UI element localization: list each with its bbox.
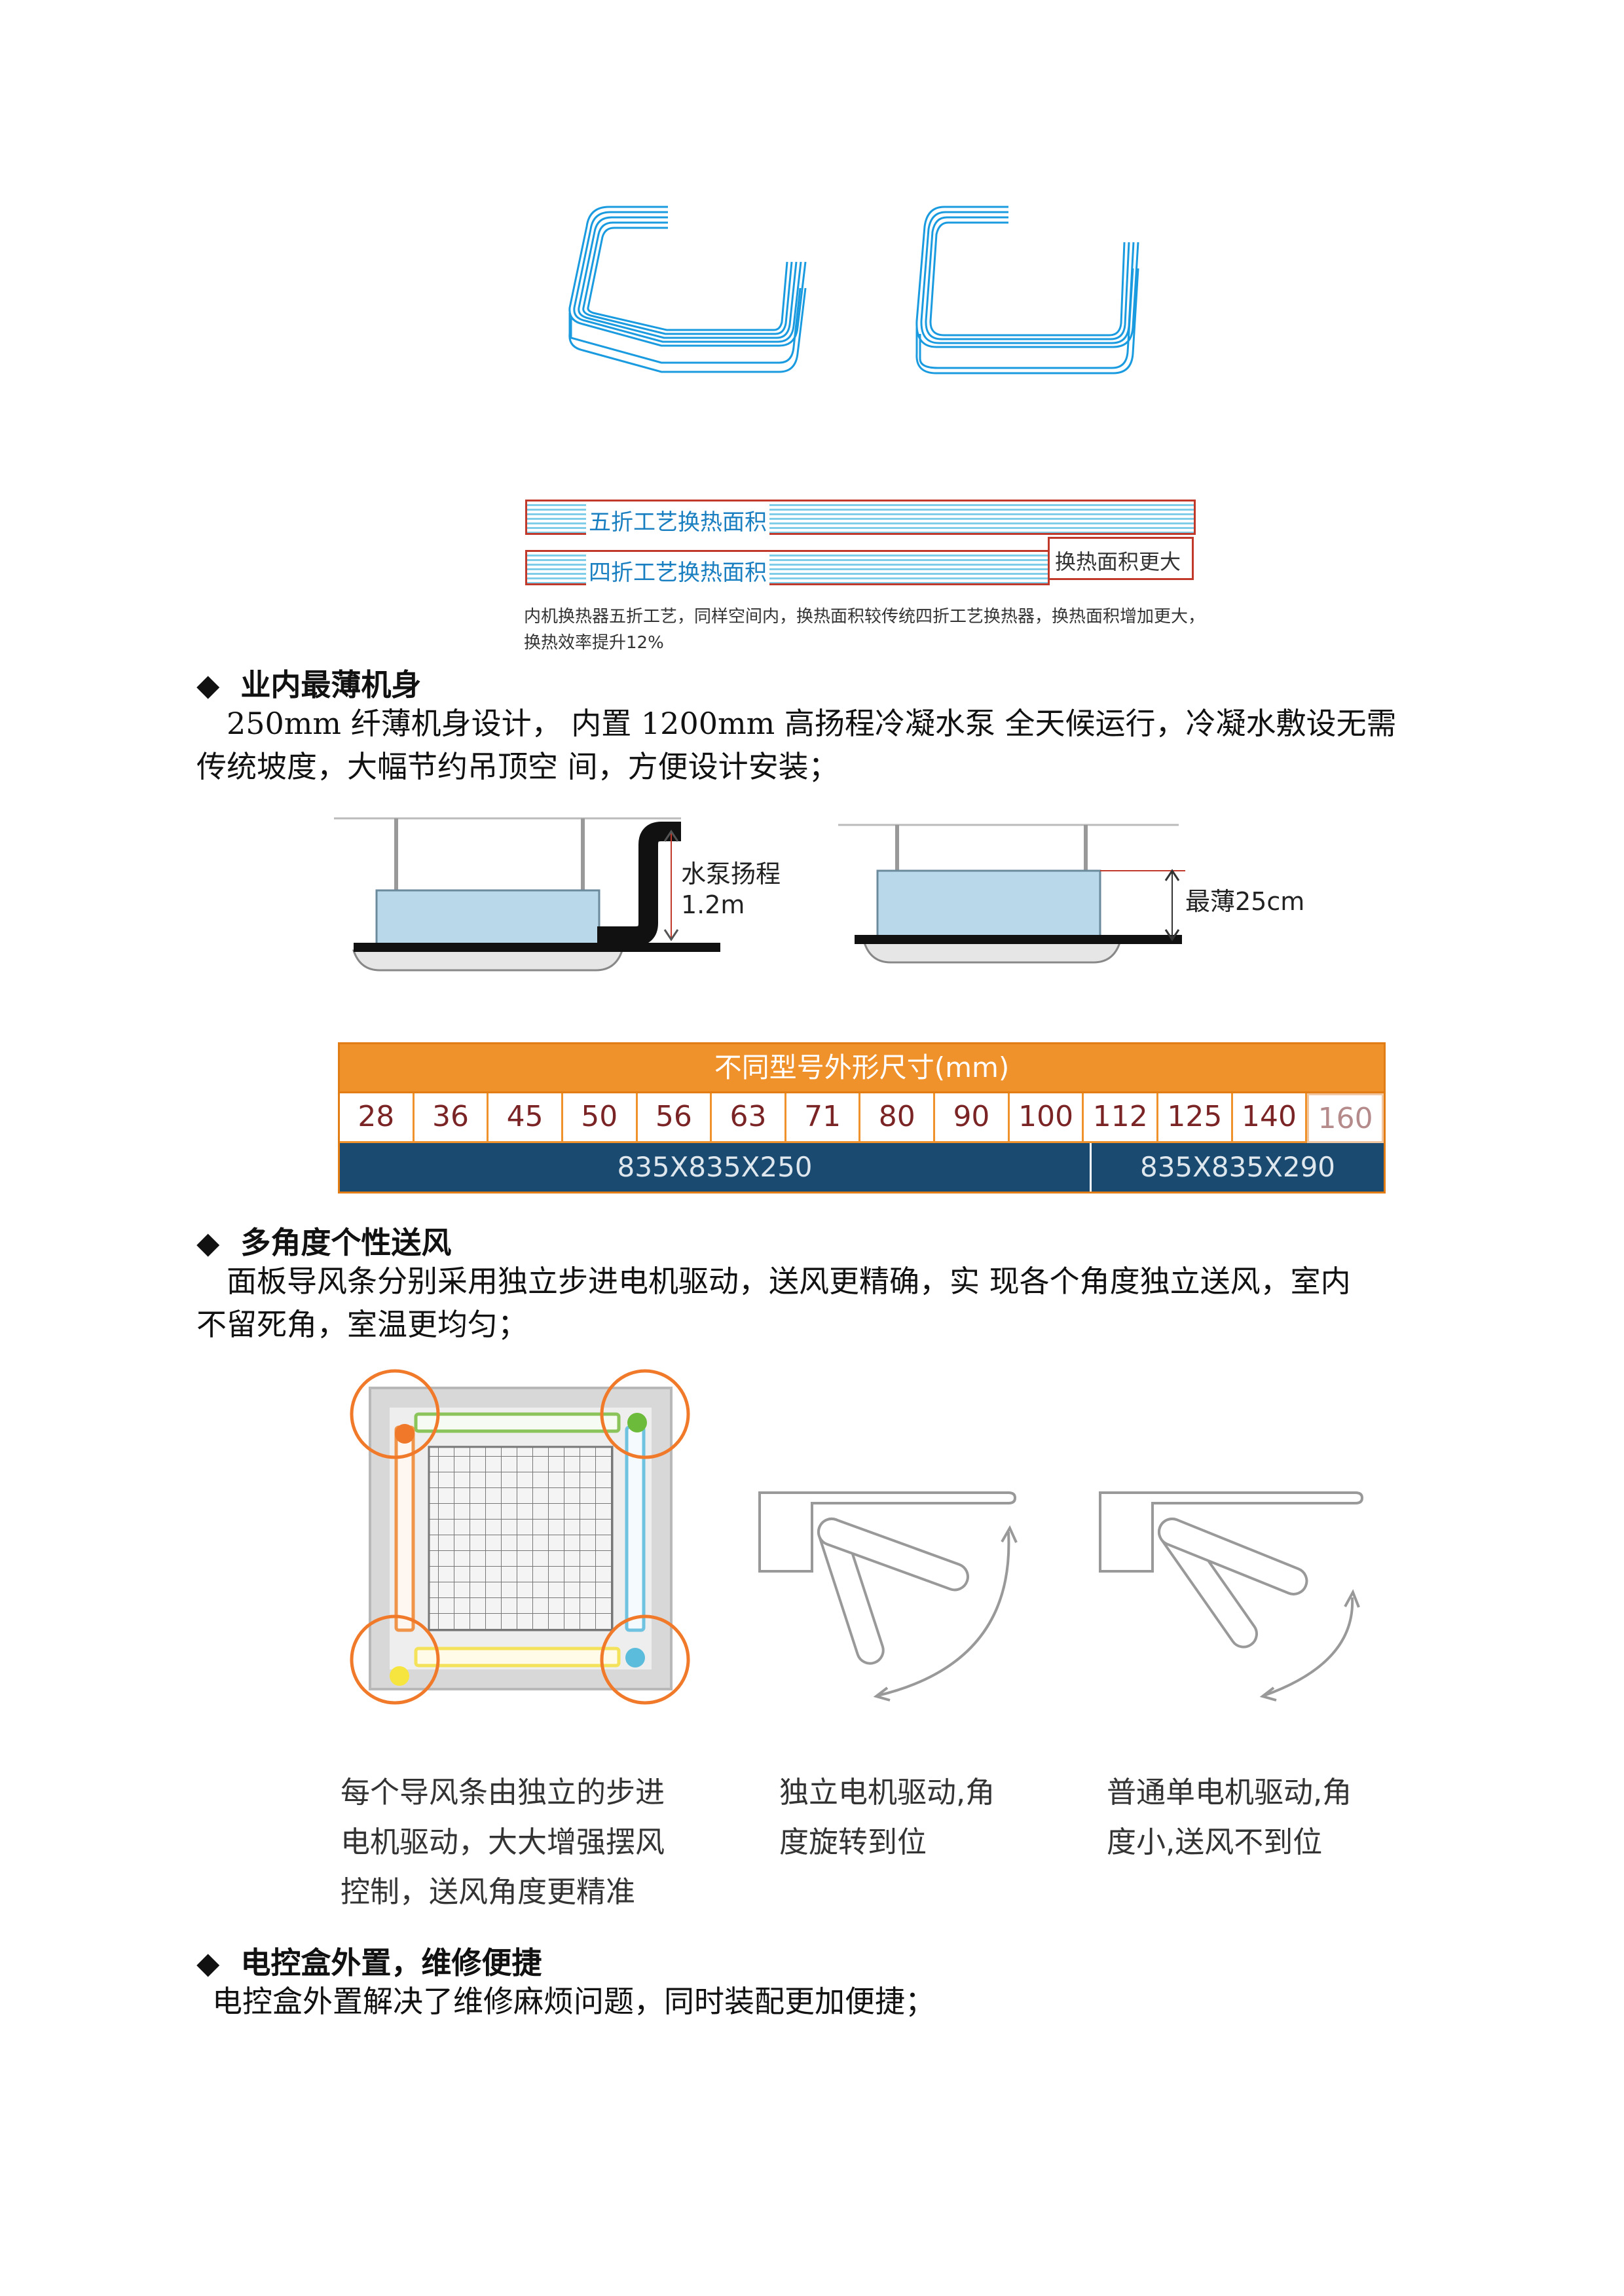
section1-line1: 250mm 纤薄机身设计， 内置 1200mm 高扬程冷凝水泵 全天候运行，冷凝… [227, 706, 1397, 741]
top-louver [414, 1412, 621, 1433]
swing-arc-icon [1263, 1597, 1354, 1697]
right-unit-panel [862, 941, 1122, 964]
diamond-bullet-icon: ◆ [196, 667, 220, 702]
model-cell: 160 [1307, 1093, 1384, 1143]
caption-stepper: 每个导风条由独立的步进 电机驱动，大大增强摆风 控制，送风角度更精准 [341, 1768, 665, 1917]
caption-single: 普通单电机驱动,角 度小,送风不到位 [1107, 1768, 1352, 1867]
size-table: 不同型号外形尺寸(mm) 28 36 45 50 56 63 71 80 90 … [338, 1042, 1386, 1194]
section1-paragraph: 250mm 纤薄机身设计， 内置 1200mm 高扬程冷凝水泵 全天候运行，冷凝… [196, 702, 1441, 788]
model-cell: 56 [637, 1093, 712, 1143]
caption-single-line2: 度小,送风不到位 [1107, 1825, 1323, 1859]
right-unit-body [876, 869, 1101, 943]
model-cell: 45 [489, 1093, 563, 1143]
panel-illustration [350, 1369, 690, 1705]
bigger-area-box: 换热面积更大 [1048, 537, 1194, 580]
section2-title: 多角度个性送风 [240, 1225, 452, 1260]
coil-note-line2: 换热效率提升12% [524, 633, 664, 653]
section1-heading: ◆ 业内最薄机身 [196, 661, 421, 704]
pump-thin-diagram: 水泵扬程 1.2m 最薄25cm [334, 817, 1304, 972]
model-cell: 100 [1009, 1093, 1084, 1143]
return-air-grille [428, 1446, 614, 1631]
section3-paragraph: 电控盒外置解决了维修麻烦问题，同时装配更加便捷； [196, 1980, 1441, 2023]
diamond-bullet-icon: ◆ [196, 1225, 220, 1260]
dimension-small: 835X835X250 [340, 1143, 1092, 1192]
section1-line2: 传统坡度，大幅节约吊顶空 间，方便设计安装； [196, 749, 839, 784]
corner-highlight-icon [350, 1614, 440, 1705]
model-cell: 80 [860, 1093, 936, 1143]
pump-lift-label-1: 水泵扬程 [681, 860, 781, 888]
five-fold-bar: 五折工艺换热面积 [525, 500, 1196, 536]
model-cell: 71 [786, 1093, 861, 1143]
section1-title: 业内最薄机身 [240, 667, 422, 702]
four-fold-bar-label: 四折工艺换热面积 [586, 555, 769, 587]
yellow-motor-icon [390, 1666, 409, 1686]
caption-independent-line1: 独立电机驱动,角 [779, 1775, 995, 1810]
model-cell: 28 [340, 1093, 415, 1143]
caption-stepper-line2: 电机驱动，大大增强摆风 [341, 1825, 665, 1859]
left-unit-panel [352, 949, 624, 972]
dimension-large: 835X835X290 [1092, 1143, 1384, 1192]
corner-highlight-icon [350, 1369, 440, 1459]
coil-note: 内机换热器五折工艺，同样空间内，换热面积较传统四折工艺换热器，换热面积增加更大，… [524, 604, 1205, 656]
model-cell: 90 [935, 1093, 1010, 1143]
section3-line1: 电控盒外置解决了维修麻烦问题，同时装配更加便捷； [212, 1984, 935, 2019]
four-fold-coil [915, 206, 1139, 374]
pump-lift-label-2: 1.2m [681, 890, 745, 919]
left-unit-body [375, 889, 600, 949]
blue-motor-icon [625, 1648, 645, 1667]
model-cell: 63 [712, 1093, 786, 1143]
model-cell: 140 [1232, 1093, 1308, 1143]
green-motor-icon [627, 1413, 647, 1432]
coil-note-line1: 内机换热器五折工艺，同样空间内，换热面积较传统四折工艺换热器，换热面积增加更大， [524, 607, 1206, 627]
drain-pipe [597, 822, 681, 946]
coil-illustration [568, 206, 1139, 374]
corner-highlight-icon [600, 1614, 690, 1705]
four-fold-bar: 四折工艺换热面积 [525, 550, 1050, 587]
section2-heading: ◆ 多角度个性送风 [196, 1219, 451, 1262]
dimension-row: 835X835X250 835X835X290 [338, 1143, 1386, 1194]
section2-paragraph: 面板导风条分别采用独立步进电机驱动，送风更精确，实 现各个角度独立送风，室内 不… [196, 1260, 1441, 1346]
model-cell: 112 [1084, 1093, 1159, 1143]
section2-line1: 面板导风条分别采用独立步进电机驱动，送风更精确，实 现各个角度独立送风，室内 [227, 1264, 1351, 1299]
caption-stepper-line1: 每个导风条由独立的步进 [341, 1775, 665, 1810]
independent-motor-diagram [758, 1491, 1018, 1702]
bottom-louver [414, 1647, 621, 1667]
model-cell: 50 [563, 1093, 638, 1143]
orange-motor-icon [395, 1424, 415, 1444]
section3-heading: ◆ 电控盒外置，维修便捷 [196, 1939, 542, 1982]
five-fold-coil [568, 206, 807, 373]
corner-highlight-icon [600, 1369, 690, 1459]
caption-stepper-line3: 控制，送风角度更精准 [341, 1874, 636, 1909]
single-motor-diagram [1099, 1491, 1364, 1702]
size-table-header: 不同型号外形尺寸(mm) [338, 1042, 1386, 1093]
section2-line2: 不留死角，室温更均匀； [196, 1307, 528, 1342]
caption-independent: 独立电机驱动,角 度旋转到位 [779, 1768, 995, 1867]
diamond-bullet-icon: ◆ [196, 1945, 220, 1980]
caption-single-line1: 普通单电机驱动,角 [1107, 1775, 1352, 1810]
swing-arc-icon [877, 1531, 1010, 1697]
model-cell: 125 [1158, 1093, 1233, 1143]
caption-independent-line2: 度旋转到位 [779, 1825, 927, 1859]
bigger-area-label: 换热面积更大 [1055, 549, 1181, 574]
model-cell: 36 [414, 1093, 489, 1143]
model-row: 28 36 45 50 56 63 71 80 90 100 112 125 1… [338, 1093, 1386, 1143]
thinnest-label: 最薄25cm [1185, 887, 1304, 916]
five-fold-bar-label: 五折工艺换热面积 [586, 504, 769, 536]
section3-title: 电控盒外置，维修便捷 [240, 1945, 542, 1980]
